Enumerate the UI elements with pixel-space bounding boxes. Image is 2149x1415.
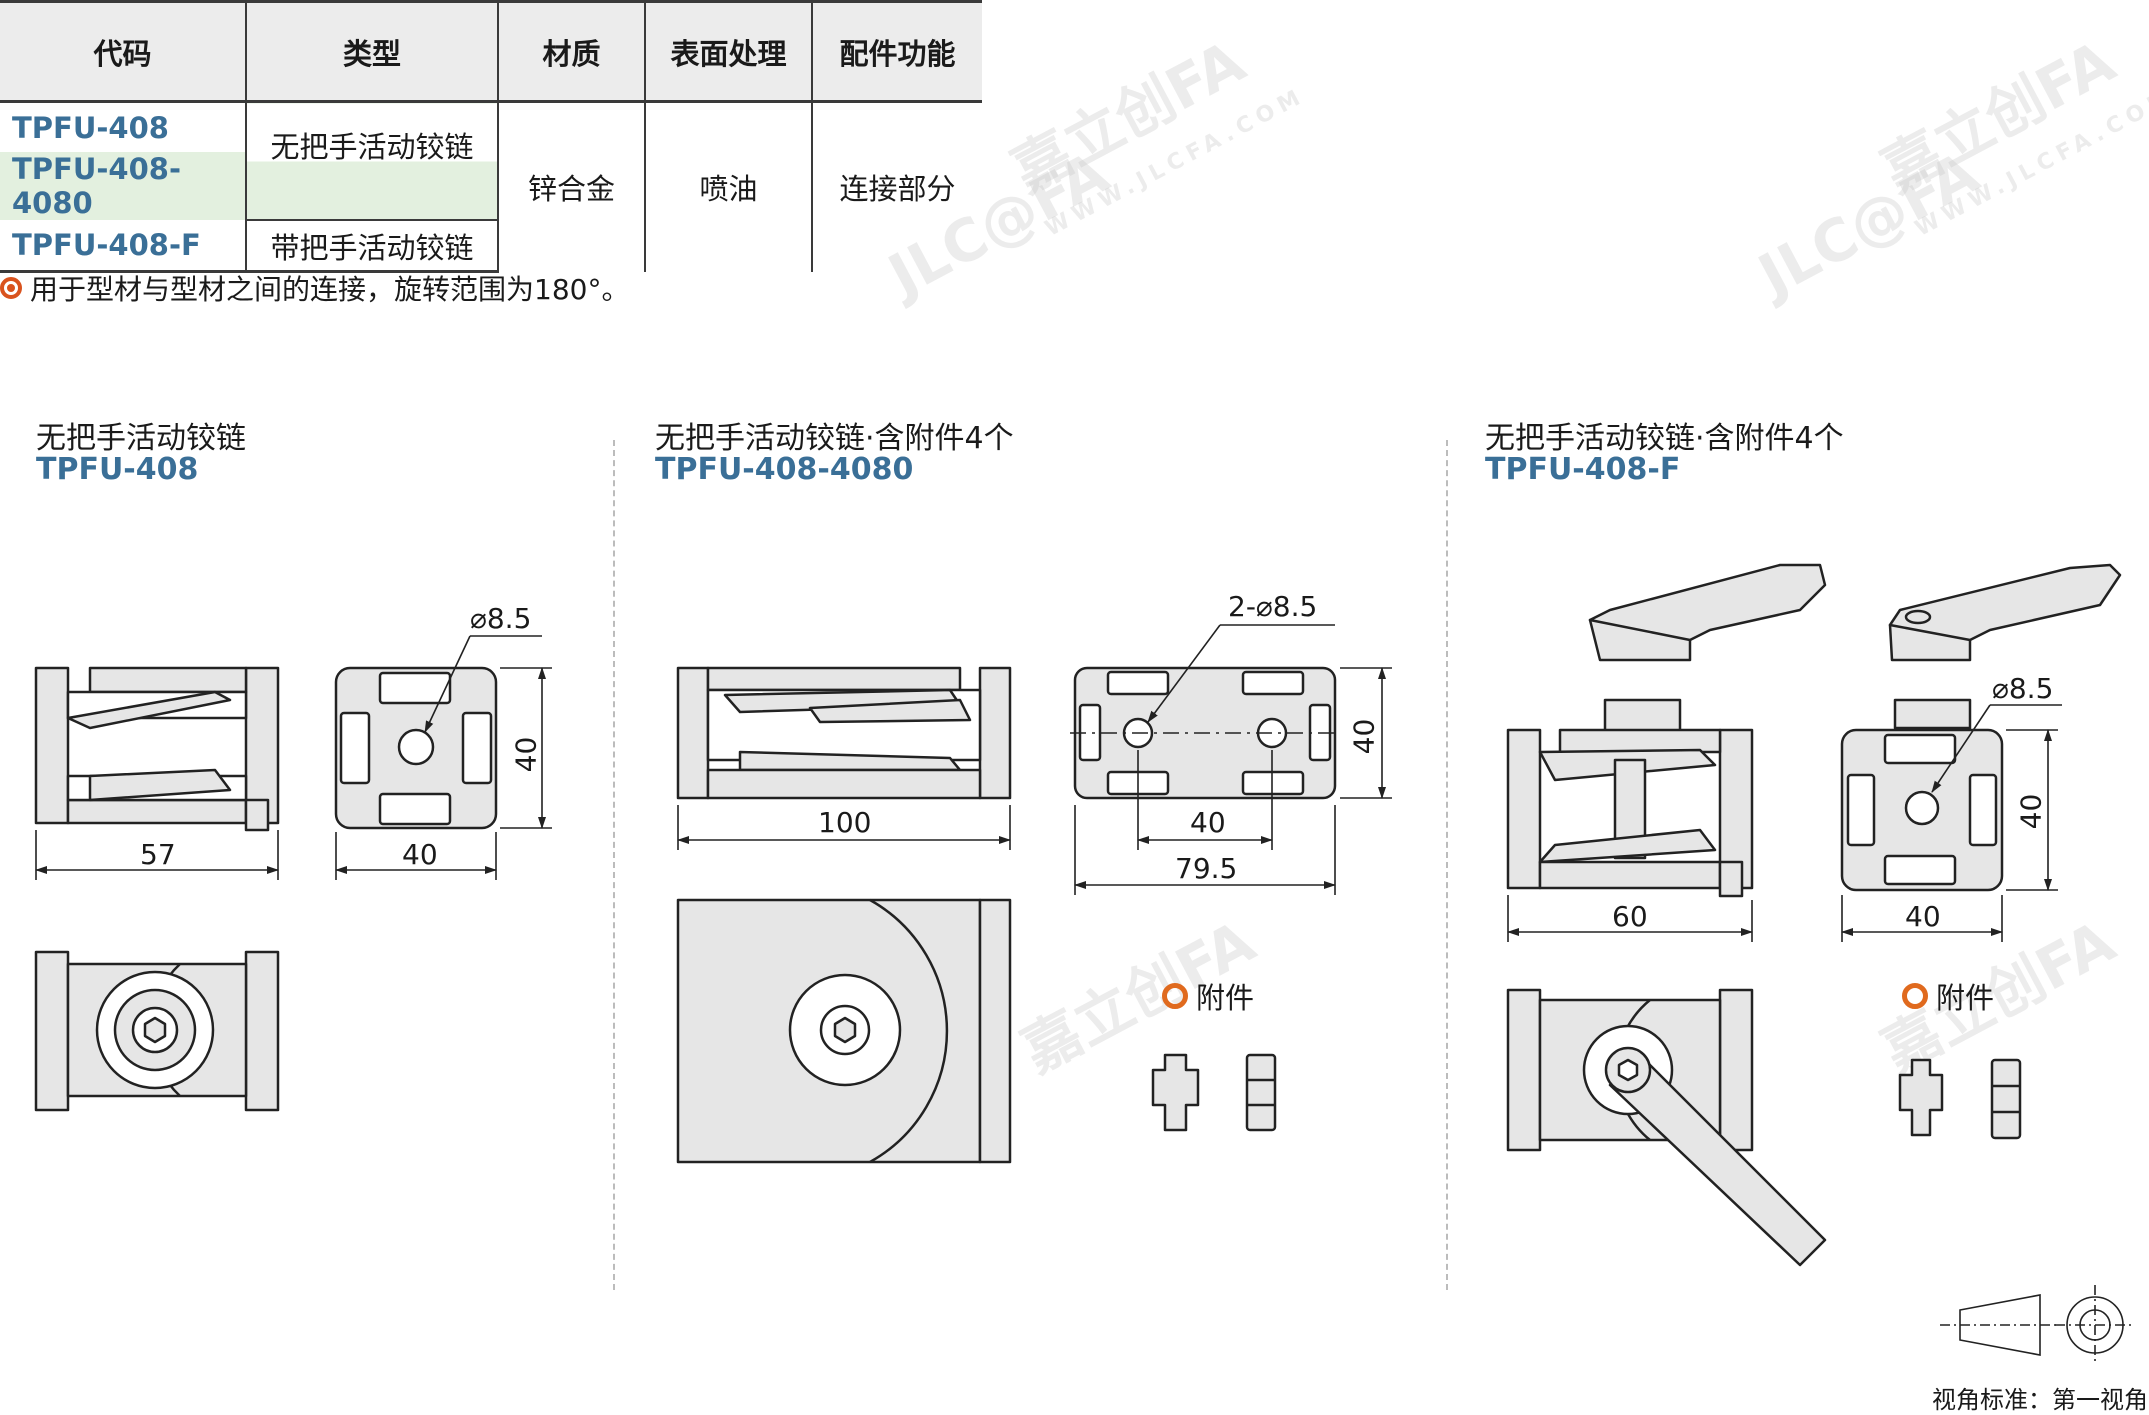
ring-icon <box>1902 983 1928 1009</box>
usage-note-text: 用于型材与型材之间的连接，旋转范围为180°。 <box>30 273 630 306</box>
dim-hole: ⌀8.5 <box>1992 672 2054 705</box>
bullet-icon <box>0 277 22 299</box>
p2-top-view <box>676 898 1012 1164</box>
panel-title: 无把手活动铰链·含附件4个 <box>1485 421 1844 456</box>
header-material: 材质 <box>497 0 646 103</box>
spec-table: 代码 类型 材质 表面处理 配件功能 TPFU-408 无把手活动铰链 锌合金 … <box>0 0 982 273</box>
accessory-text: 附件 <box>1196 981 1255 1015</box>
dim-width: 79.5 <box>1175 852 1238 885</box>
p3-accessories <box>1898 1058 2022 1140</box>
dim-height: 40 <box>509 736 543 773</box>
dim-length: 60 <box>1612 900 1648 933</box>
header-type: 类型 <box>245 0 499 103</box>
dim-height: 40 <box>2014 793 2048 830</box>
dim-hole: ⌀8.5 <box>470 602 532 635</box>
usage-note: 用于型材与型材之间的连接，旋转范围为180°。 <box>0 268 629 308</box>
panel-divider <box>1446 440 1448 1290</box>
accessory-label: 附件 <box>1162 975 1254 1017</box>
panel-title: 无把手活动铰链·含附件4个 <box>655 421 1014 456</box>
table-row: TPFU-408-4080 <box>0 152 982 220</box>
panel-divider <box>613 440 615 1290</box>
panel-code: TPFU-408-F <box>1485 452 1681 487</box>
panel-title: 无把手活动铰链 <box>36 421 246 456</box>
type-cell-no-handle: 无把手活动铰链 <box>245 101 499 220</box>
material-cell: 锌合金 <box>497 101 646 272</box>
p2-side-view <box>676 666 1012 800</box>
p1-side-view <box>34 666 280 832</box>
p1-top-view <box>34 950 280 1112</box>
type-cell-with-handle: 带把手活动铰链 <box>245 219 498 273</box>
p1-end-view <box>334 666 498 830</box>
table-row: TPFU-408 无把手活动铰链 锌合金 喷油 连接部分 <box>0 101 982 272</box>
dim-hole: 2-⌀8.5 <box>1228 590 1318 623</box>
dim-width: 40 <box>402 838 438 871</box>
panel-code: TPFU-408-4080 <box>655 452 914 487</box>
header-code: 代码 <box>0 0 247 103</box>
view-standard-label: 视角标准：第一视角 <box>1932 1386 2148 1414</box>
dim-length: 100 <box>818 806 872 839</box>
dim-length: 57 <box>140 838 176 871</box>
header-surface: 表面处理 <box>644 0 813 103</box>
header-function: 配件功能 <box>811 0 982 103</box>
accessory-text: 附件 <box>1936 981 1995 1015</box>
accessory-label: 附件 <box>1902 975 1994 1017</box>
function-cell: 连接部分 <box>811 101 982 272</box>
panel-code: TPFU-408 <box>36 452 199 487</box>
p3-side-view <box>1506 563 1827 898</box>
p2-accessories <box>1151 1053 1277 1132</box>
dim-height: 40 <box>1347 718 1381 755</box>
dim-width: 40 <box>1905 900 1941 933</box>
code-cell: TPFU-408-4080 <box>0 152 246 220</box>
p3-end-view <box>1840 563 2122 892</box>
code-cell: TPFU-408-F <box>0 220 247 273</box>
surface-cell: 喷油 <box>644 101 813 272</box>
code-cell: TPFU-408 <box>0 101 247 152</box>
dim-pitch: 40 <box>1190 806 1226 839</box>
table-row: TPFU-408-F 带把手活动铰链 <box>0 219 982 273</box>
type-label: 无把手活动铰链 <box>270 130 474 164</box>
ring-icon <box>1162 983 1188 1009</box>
first-angle-projection-icon <box>1940 1285 2135 1365</box>
p3-top-view <box>1506 988 1827 1267</box>
table-header-row: 代码 类型 材质 表面处理 配件功能 <box>0 0 982 103</box>
dimension-lines <box>35 624 2062 942</box>
